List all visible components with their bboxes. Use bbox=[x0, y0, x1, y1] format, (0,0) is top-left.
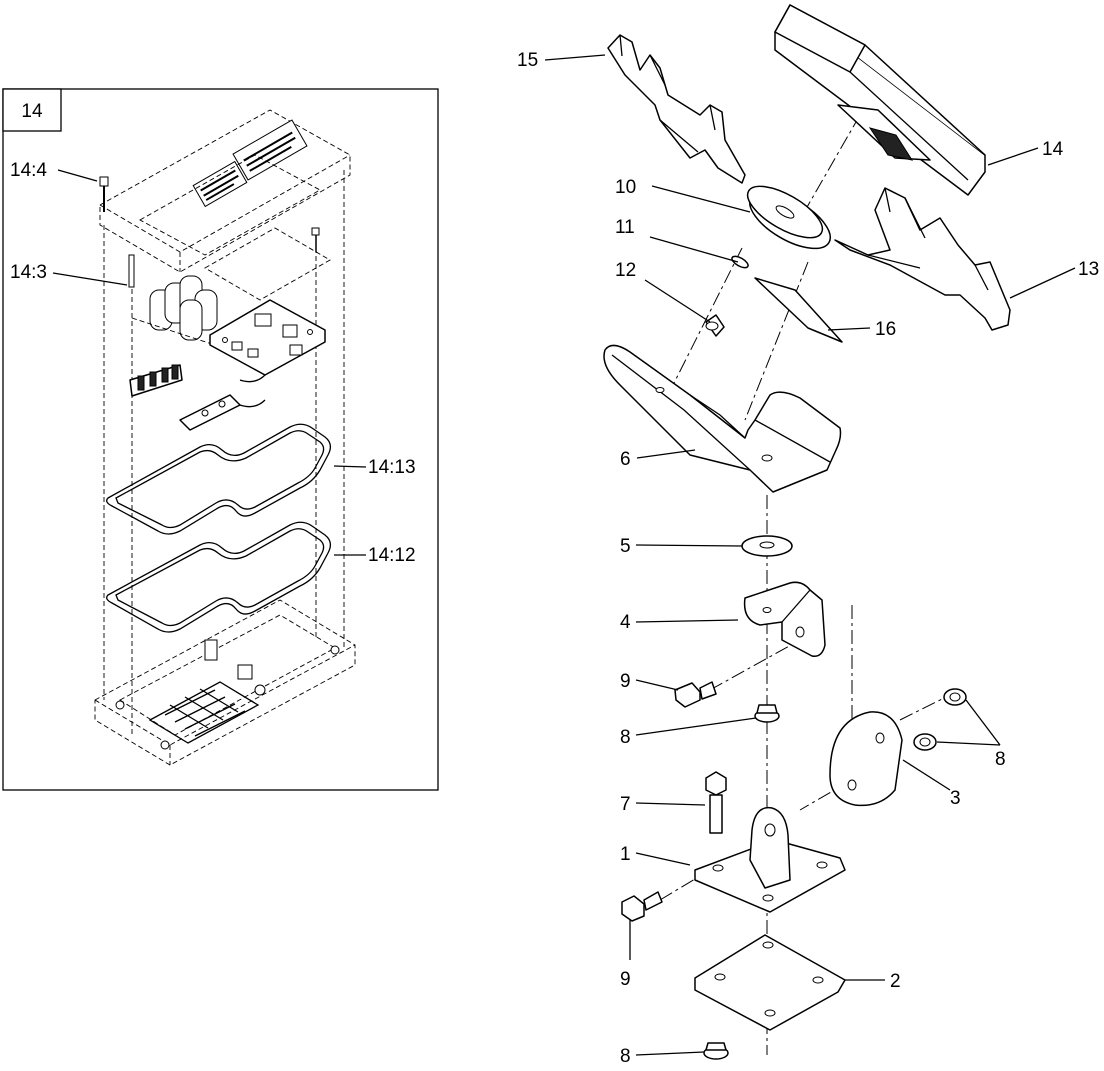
part-1-base-bracket bbox=[694, 806, 846, 913]
inset-callout: 14:3 bbox=[10, 262, 47, 283]
inset-callout: 14:12 bbox=[368, 545, 416, 566]
part-14-controller bbox=[774, 4, 986, 196]
inset-callout: 14:13 bbox=[368, 457, 416, 478]
callout-10: 10 bbox=[615, 177, 636, 198]
callout-11: 11 bbox=[615, 217, 635, 238]
callout-15: 15 bbox=[517, 50, 538, 71]
callout-8: 8 bbox=[620, 1046, 631, 1067]
part-12-stud bbox=[705, 314, 725, 337]
inset-connector-strip bbox=[129, 364, 183, 397]
part-2-plate bbox=[694, 934, 846, 1031]
part-8-nut-bottom bbox=[703, 1042, 729, 1060]
part-7-bolt bbox=[705, 771, 727, 834]
part-11-washer bbox=[731, 255, 749, 269]
part-5-washer bbox=[741, 535, 793, 557]
callout-2: 2 bbox=[890, 971, 901, 992]
callout-14: 14 bbox=[1042, 139, 1064, 160]
part-13-bracket bbox=[834, 187, 1011, 331]
inset-gasket-lower bbox=[106, 521, 332, 633]
callout-7: 7 bbox=[620, 794, 631, 815]
leader-lines bbox=[544, 54, 1076, 1056]
inset-enclosure-base bbox=[94, 599, 356, 766]
part-4-bracket bbox=[743, 581, 826, 658]
callout-13: 13 bbox=[1078, 259, 1099, 280]
inset-guide-lines bbox=[103, 170, 345, 735]
inset-pin bbox=[128, 254, 135, 288]
callout-16: 16 bbox=[875, 319, 896, 340]
callout-1: 1 bbox=[620, 844, 631, 865]
callout-9: 9 bbox=[620, 671, 631, 692]
callout-6: 6 bbox=[620, 449, 631, 470]
part-8-nut-upper-right bbox=[943, 688, 967, 706]
inset-leaders bbox=[52, 169, 367, 556]
part-3-plate bbox=[829, 711, 903, 807]
part-9-bolt-lower bbox=[621, 891, 663, 922]
inset-wiring-harness bbox=[179, 394, 266, 431]
inset-panel: 14 bbox=[2, 88, 439, 791]
part-15-bracket bbox=[607, 34, 746, 184]
inset-screw bbox=[99, 176, 320, 252]
part-8-nut-lower-right bbox=[913, 733, 937, 751]
callouts: 15 14 10 11 12 16 13 6 5 4 9 8 8 3 7 1 9… bbox=[517, 50, 1099, 1067]
inset-batteries bbox=[131, 275, 218, 346]
part-6-cradle bbox=[603, 344, 842, 493]
callout-8: 8 bbox=[620, 727, 631, 748]
inset-callout: 14:4 bbox=[10, 160, 47, 181]
callout-5: 5 bbox=[620, 536, 631, 557]
inset-gasket-upper bbox=[106, 423, 332, 535]
controller-cover bbox=[99, 109, 351, 273]
callout-12: 12 bbox=[615, 260, 636, 281]
part-10-disk bbox=[746, 185, 831, 250]
part-16-pad bbox=[754, 277, 843, 343]
callout-9: 9 bbox=[620, 969, 631, 990]
part-8-nut-center bbox=[754, 704, 780, 723]
callout-8: 8 bbox=[995, 749, 1006, 770]
part-9-bolt-upper bbox=[674, 681, 717, 708]
inset-label: 14 bbox=[21, 101, 43, 122]
callout-3: 3 bbox=[950, 788, 961, 809]
inset-circuit-board bbox=[209, 299, 326, 383]
callout-4: 4 bbox=[620, 612, 631, 633]
